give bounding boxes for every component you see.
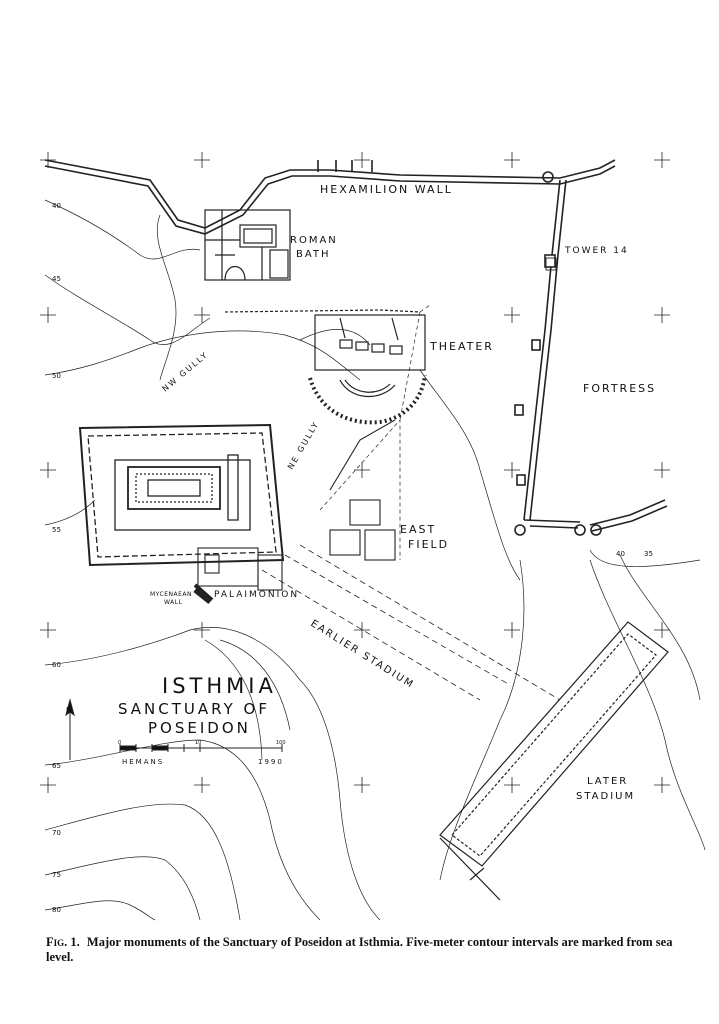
east-field-label: EAST <box>400 523 436 536</box>
contour-label: 65 <box>52 762 61 770</box>
north-arrow <box>65 698 75 760</box>
contour-label: 70 <box>52 829 61 837</box>
later-stadium-label: LATER <box>587 776 628 787</box>
contour-label: 40 <box>616 550 625 558</box>
scale-author: HEMANS <box>122 758 164 766</box>
east-field-label: FIELD <box>408 538 449 551</box>
contour-label: 60 <box>52 661 61 669</box>
scale-bar <box>119 744 283 752</box>
hexamilion-wall <box>44 159 616 235</box>
contour-label: 40 <box>52 202 61 210</box>
hexamilion-wall-label: HEXAMILION WALL <box>320 183 453 196</box>
roman-bath <box>204 209 291 281</box>
contour-label: 45 <box>52 275 61 283</box>
contour-label: 55 <box>52 526 61 534</box>
mycenaean-wall-label: WALL <box>164 599 183 606</box>
scale-tick-label: 100 <box>276 740 286 746</box>
fortress-label: FORTRESS <box>583 382 656 395</box>
contour-label: 80 <box>52 906 61 914</box>
ne-gully-label: NE GULLY <box>286 419 321 471</box>
mycenaean-wall-label: MYCENAEAN <box>150 591 192 598</box>
roman-bath-label: ROMAN <box>290 235 338 246</box>
later-stadium <box>439 621 669 901</box>
scale-year: 1990 <box>258 758 284 766</box>
contour-label: 50 <box>52 372 61 380</box>
tower-14 <box>545 257 557 271</box>
palaimonion-label: PALAIMONION <box>214 590 299 600</box>
figure-caption: Fig. 1. Major monuments of the Sanctuary… <box>46 935 686 965</box>
contour-label: 35 <box>644 550 653 558</box>
fortress-wall <box>514 171 668 536</box>
theater-label: THEATER <box>429 340 494 353</box>
contour-label: 75 <box>52 871 61 879</box>
map-subtitle: SANCTUARY OF <box>118 700 270 718</box>
nw-gully-label: NW GULLY <box>161 350 211 394</box>
scale-tick-label: 0 <box>118 740 121 746</box>
temple-of-poseidon <box>78 423 285 567</box>
map-subtitle: POSEIDON <box>148 719 251 737</box>
east-field <box>319 419 401 561</box>
north-label: N <box>66 706 73 714</box>
theater <box>224 304 431 425</box>
roman-bath-label: BATH <box>296 249 331 260</box>
site-plan-map: HEXAMILION WALL ROMAN BATH TOWER 14 THEA… <box>40 152 706 921</box>
later-stadium-label: STADIUM <box>576 791 635 802</box>
figure-number: Fig. 1. <box>46 935 80 949</box>
tower-14-label: TOWER 14 <box>564 246 629 256</box>
palaimonion <box>193 547 283 602</box>
earlier-stadium <box>261 544 561 701</box>
registration-marks <box>40 152 670 793</box>
map-title: ISTHMIA <box>162 674 277 698</box>
scale-tick-label: 10 <box>195 740 201 746</box>
mycenaean-wall <box>193 588 212 604</box>
caption-text: Major monuments of the Sanctuary of Pose… <box>46 935 673 964</box>
